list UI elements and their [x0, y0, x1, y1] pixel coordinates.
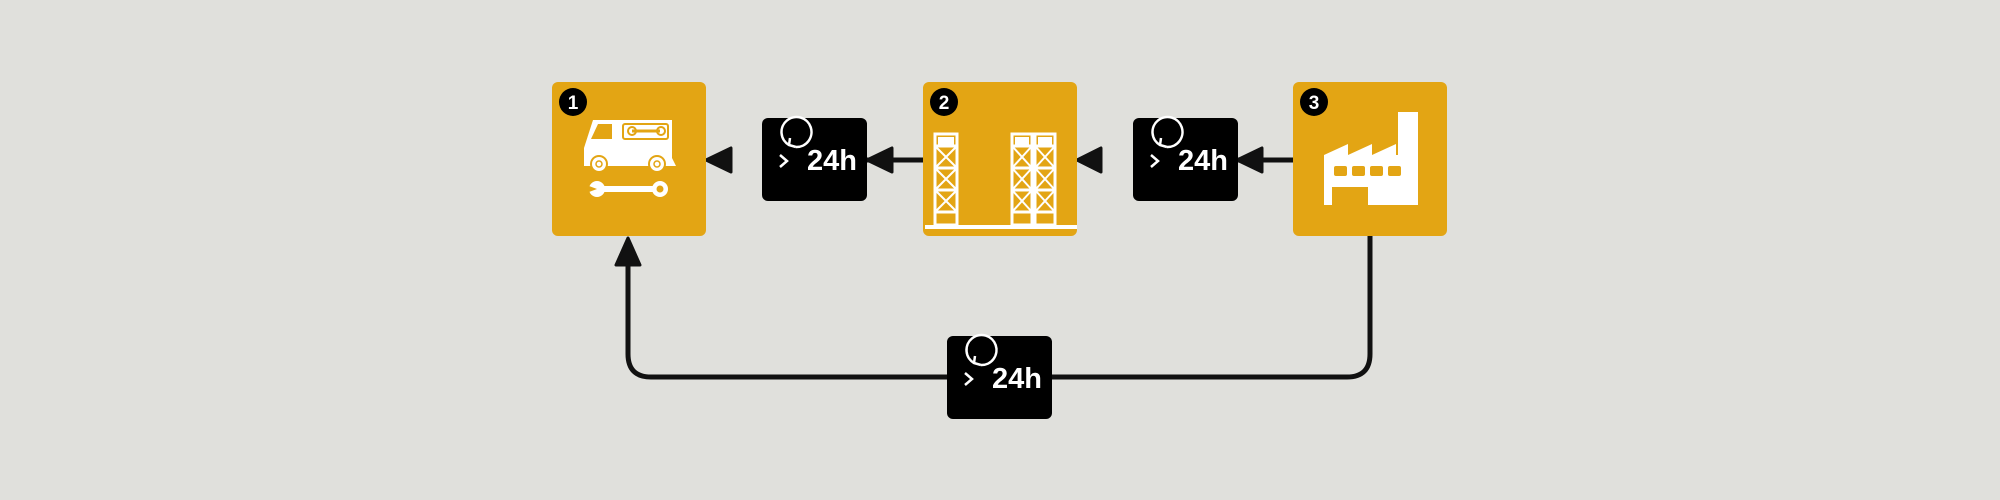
wrench-icon [589, 181, 668, 197]
transfer-badge-3-to-1: 24h [947, 333, 1052, 419]
node-2-number: 2 [939, 93, 950, 114]
node-2-box [923, 82, 1077, 236]
node-3-number-badge [1300, 88, 1328, 116]
node-1-number-badge [559, 88, 587, 116]
node-2: 2 [923, 82, 1077, 236]
warehouse-racks-icon [925, 132, 1077, 229]
transfer-badge-3-to-2: 24h [1133, 115, 1238, 201]
arrowhead-into-2 [1075, 146, 1103, 174]
arrowhead-from-2 [1235, 146, 1264, 174]
transfer-label: 24h [807, 145, 857, 177]
transfer-badge-2-to-1: 24h [762, 115, 867, 201]
factory-icon [1324, 112, 1418, 205]
arrowhead-from-2-left [865, 146, 894, 174]
arrowhead-up-into-1 [614, 236, 642, 267]
arrowhead-into-1 [704, 146, 733, 174]
transfer-badge-box [1133, 118, 1238, 201]
node-3: 3 [1293, 82, 1447, 236]
transfer-label: 24h [992, 363, 1042, 395]
refresh-clock-icon [964, 333, 998, 386]
node-1: 1 [552, 82, 706, 236]
transfer-badge-box [762, 118, 867, 201]
arrowheads [614, 146, 1264, 267]
refresh-clock-icon [1150, 115, 1184, 168]
transfer-badge-box [947, 336, 1052, 419]
node-1-number: 1 [568, 93, 579, 114]
refresh-clock-icon [779, 115, 813, 168]
node-2-number-badge [930, 88, 958, 116]
service-van-wrench-icon [584, 120, 676, 197]
transfer-label: 24h [1178, 145, 1228, 177]
node-3-number: 3 [1309, 93, 1320, 114]
